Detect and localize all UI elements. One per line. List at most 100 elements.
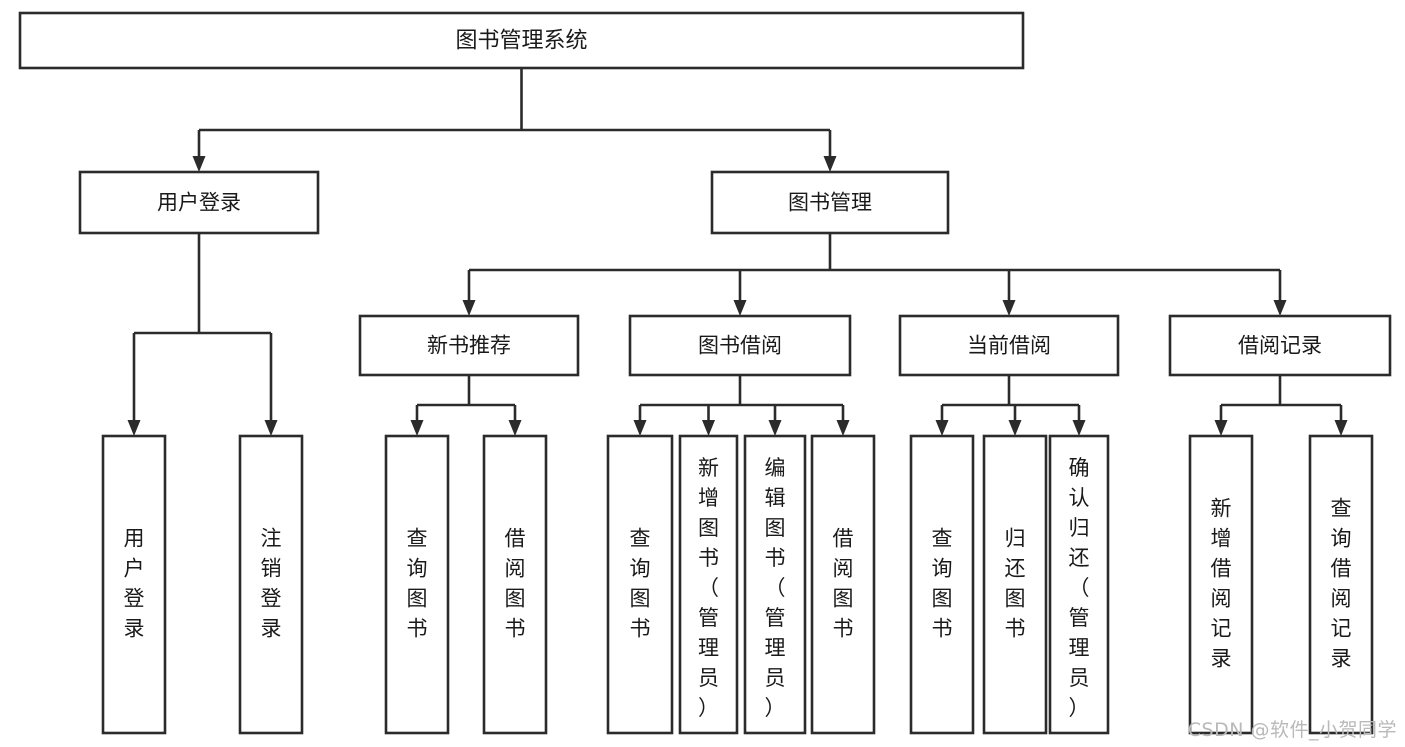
node-label: 图书借阅: [698, 334, 782, 358]
node-label-char: 询: [1331, 527, 1352, 551]
edge-arrowhead: [1273, 300, 1287, 316]
node-label-char: 借: [833, 527, 854, 551]
node-label-char: 图: [407, 587, 428, 611]
node-label-char: 用: [124, 527, 145, 551]
node-box: [628, 314, 852, 377]
node-label-char: 询: [932, 557, 953, 581]
node-label-char: 增: [698, 486, 719, 510]
node-label-char: 编: [765, 456, 786, 480]
node-label-char: 阅: [1331, 587, 1352, 611]
edges-layer: [127, 68, 1348, 436]
node-leaf-login-1[interactable]: 用户登录: [101, 434, 167, 735]
node-current[interactable]: 当前借阅: [898, 314, 1120, 377]
node-box: [358, 314, 580, 377]
node-label-char: 记: [1211, 617, 1232, 641]
edge-arrowhead: [1334, 420, 1348, 436]
node-label-char: 增: [1211, 527, 1232, 551]
node-label: 图书管理: [788, 191, 872, 215]
edge-group-borrow: [633, 375, 850, 436]
node-label-char: 销: [261, 557, 282, 581]
node-label-char: 图: [833, 587, 854, 611]
node-label-char: 查: [932, 527, 953, 551]
node-label-char: ）: [765, 696, 786, 720]
node-label-char: 还: [1069, 546, 1090, 570]
node-label-char: 归: [1069, 516, 1090, 540]
edge-group-records: [1214, 375, 1348, 436]
node-label-char: 员: [1069, 666, 1090, 690]
node-box: [743, 434, 807, 735]
node-label-char: 理: [765, 636, 786, 660]
node-label-char: （: [765, 576, 786, 600]
node-label-char: 图: [765, 516, 786, 540]
node-label-char: 图: [932, 587, 953, 611]
node-label-char: 书: [630, 617, 651, 641]
edge-arrowhead: [768, 420, 782, 436]
node-label-char: 书: [505, 617, 526, 641]
edge-arrowhead: [264, 420, 278, 436]
node-label-char: 询: [630, 557, 651, 581]
node-box: [678, 434, 739, 735]
node-label-char: 阅: [833, 557, 854, 581]
node-label-char: 书: [765, 546, 786, 570]
node-box: [898, 314, 1120, 377]
node-box: [482, 434, 548, 735]
node-label-char: 新: [698, 456, 719, 480]
node-label: 当前借阅: [967, 334, 1051, 358]
node-label-char: ）: [1069, 696, 1090, 720]
node-box: [982, 434, 1048, 735]
node-label-char: 录: [261, 617, 282, 641]
node-box: [1308, 434, 1374, 735]
node-box: [384, 434, 450, 735]
node-label-char: 阅: [505, 557, 526, 581]
node-label-char: 记: [1331, 617, 1352, 641]
node-label-char: 阅: [1211, 587, 1232, 611]
node-label: 用户登录: [157, 191, 241, 215]
node-label-char: 书: [833, 617, 854, 641]
node-label-char: 借: [1211, 557, 1232, 581]
node-box: [1168, 314, 1392, 377]
node-box: [710, 170, 950, 235]
edge-arrowhead: [508, 420, 522, 436]
node-label-char: 理: [698, 636, 719, 660]
node-box: [18, 11, 1025, 70]
edge-arrowhead: [935, 420, 949, 436]
node-label-char: （: [1069, 576, 1090, 600]
node-login[interactable]: 用户登录: [78, 170, 320, 235]
edge-arrowhead: [823, 156, 837, 172]
node-label-char: 书: [932, 617, 953, 641]
node-label-char: 员: [698, 666, 719, 690]
node-label-char: 管: [1069, 606, 1090, 630]
edge-arrowhead: [192, 156, 206, 172]
edge-arrowhead: [1002, 300, 1016, 316]
node-label-char: 还: [1005, 557, 1026, 581]
nodes-layer: 图书管理系统用户登录图书管理新书推荐图书借阅当前借阅借阅记录用户登录注销登录查询…: [18, 11, 1392, 735]
edge-arrowhead: [1214, 420, 1228, 436]
edge-arrowhead: [127, 420, 141, 436]
node-label-char: 书: [698, 546, 719, 570]
node-label-char: 认: [1069, 486, 1090, 510]
node-newbook[interactable]: 新书推荐: [358, 314, 580, 377]
node-box: [78, 170, 320, 235]
node-label-char: 图: [505, 587, 526, 611]
node-bookmgmt[interactable]: 图书管理: [710, 170, 950, 235]
node-label-char: 录: [1331, 647, 1352, 671]
node-label: 图书管理系统: [455, 29, 587, 54]
edge-group-root: [192, 68, 837, 172]
node-label-char: 管: [698, 606, 719, 630]
node-root[interactable]: 图书管理系统: [18, 11, 1025, 70]
node-records[interactable]: 借阅记录: [1168, 314, 1392, 377]
node-borrow[interactable]: 图书借阅: [628, 314, 852, 377]
